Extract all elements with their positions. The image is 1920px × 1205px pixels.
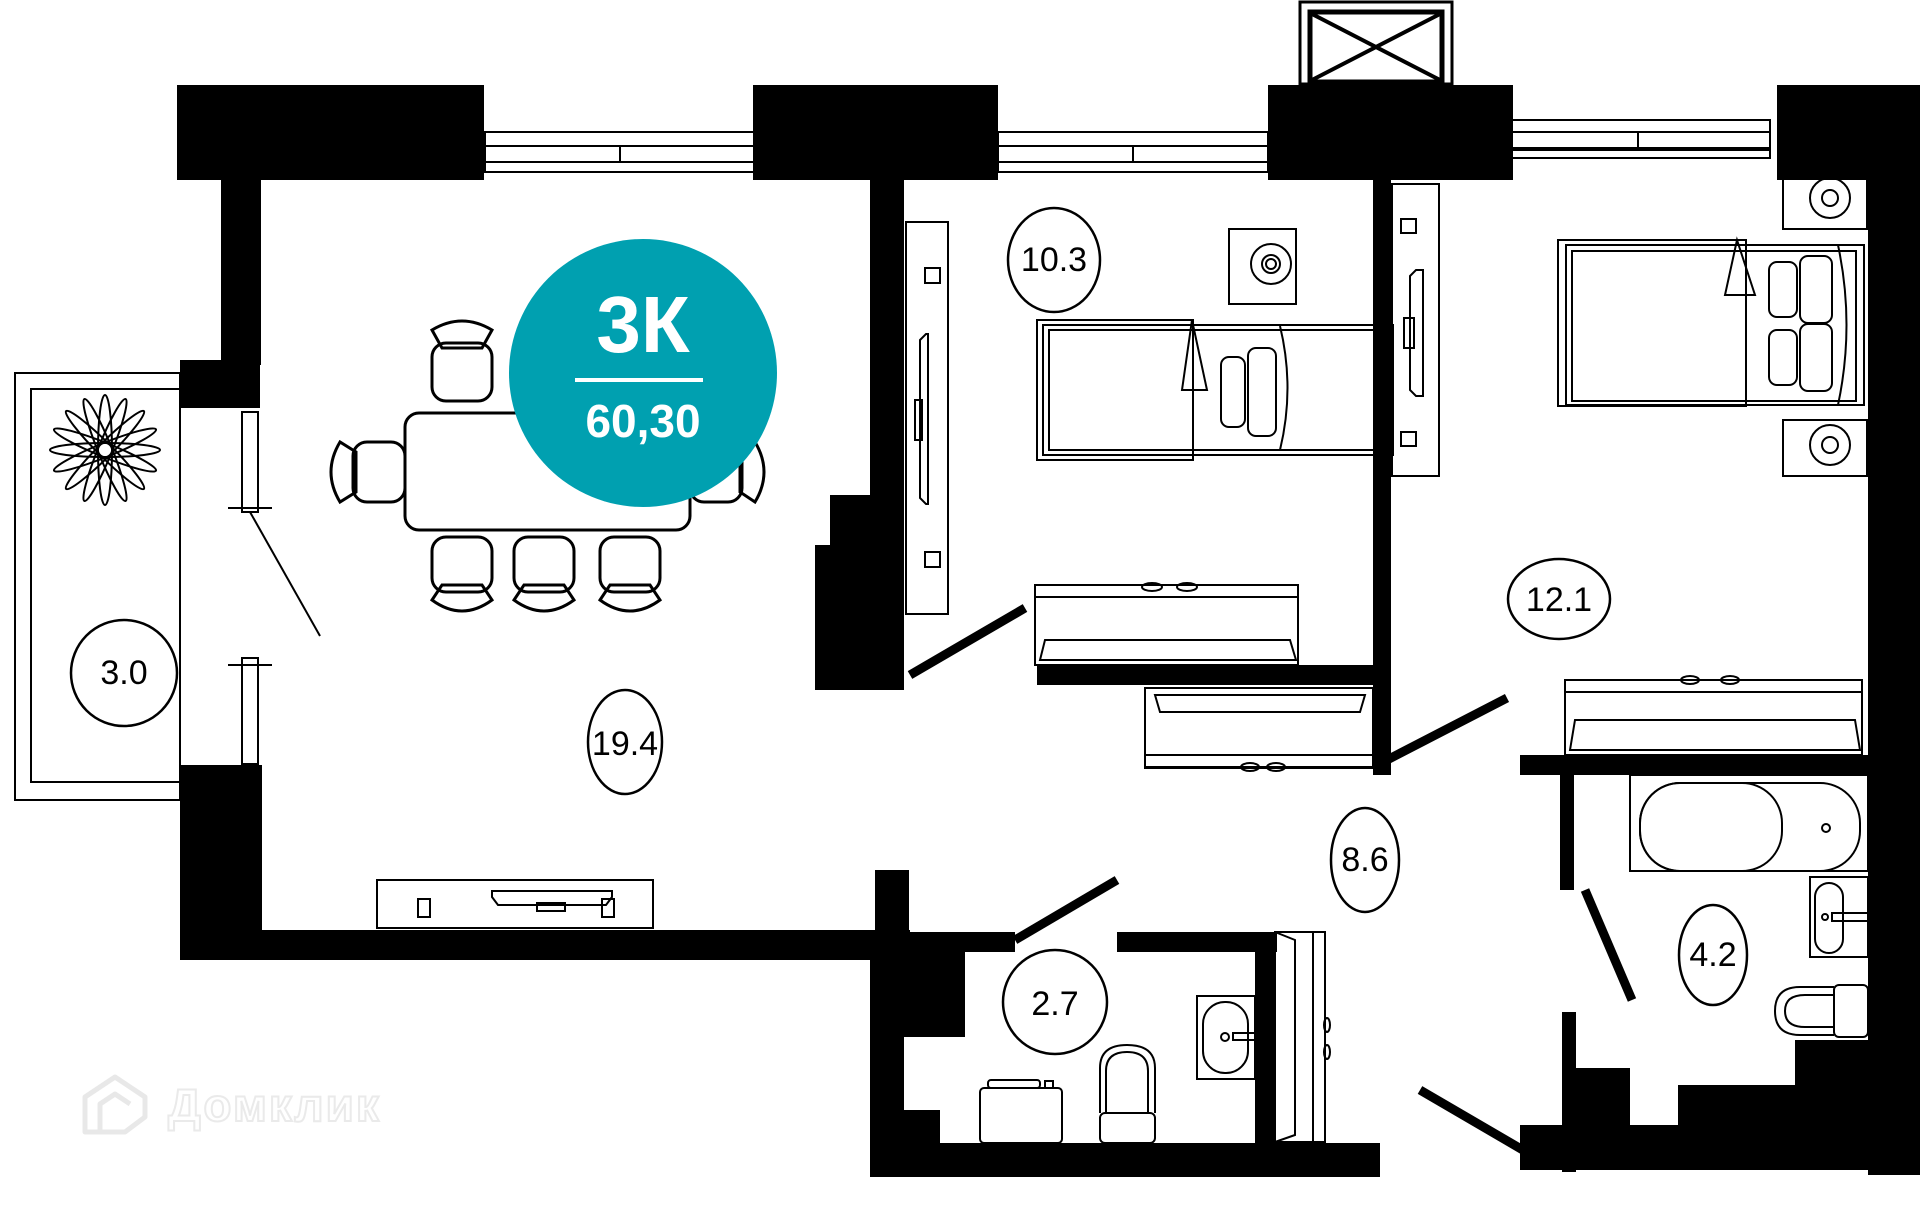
bed-single: [1036, 319, 1394, 461]
svg-text:2.7: 2.7: [1031, 985, 1078, 1023]
bathtub: [1629, 774, 1869, 872]
dresser-hallway: [1144, 687, 1374, 772]
bed-double: [1557, 236, 1865, 407]
plant-icon: [49, 394, 161, 506]
svg-text:3К: 3К: [596, 280, 689, 369]
svg-text:12.1: 12.1: [1526, 581, 1592, 619]
nightstand-bedroom-2-top: [1782, 172, 1868, 230]
svg-text:4.2: 4.2: [1689, 936, 1736, 974]
window-living-room: [484, 131, 756, 173]
ventilation-shaft-icon: [1298, 0, 1454, 86]
dining-chairs: [329, 319, 766, 613]
window-bedroom-1: [997, 131, 1269, 173]
svg-text:19.4: 19.4: [592, 725, 658, 763]
washing-machine: [979, 1079, 1063, 1144]
toilet-bathroom: [1773, 984, 1869, 1038]
svg-text:60,30: 60,30: [585, 395, 700, 447]
sink-wc: [1196, 995, 1256, 1080]
nightstand-bedroom-1: [1228, 228, 1297, 305]
room-label-bathroom: 4.2: [1677, 903, 1749, 1007]
room-label-hallway: 8.6: [1329, 806, 1401, 914]
toilet-wc: [1099, 1043, 1156, 1144]
dresser-bedroom-1: [1034, 582, 1299, 666]
wardrobe-bedroom-1: [905, 221, 949, 615]
svg-text:8.6: 8.6: [1341, 841, 1388, 879]
room-label-balcony: 3.0: [69, 618, 179, 728]
svg-text:10.3: 10.3: [1021, 241, 1087, 279]
window-bedroom-2: [1509, 119, 1771, 159]
sink-bathroom: [1809, 876, 1869, 958]
nightstand-bedroom-2-bottom: [1782, 419, 1868, 477]
balcony: [14, 372, 321, 801]
domclick-logo-icon: [82, 1074, 148, 1135]
cabinet-hallway: [1274, 931, 1331, 1143]
room-label-living-room: 19.4: [586, 688, 664, 796]
dresser-bedroom-2: [1564, 675, 1863, 756]
room-label-bedroom-1: 10.3: [1006, 206, 1102, 314]
room-label-bedroom-2: 12.1: [1506, 557, 1612, 641]
wardrobe-bedroom-2: [1391, 183, 1440, 477]
apartment-badge: 3К 60,30: [509, 239, 777, 507]
watermark: Домклик: [80, 1074, 381, 1135]
doors: [907, 604, 1637, 1170]
watermark-text: Домклик: [167, 1078, 381, 1132]
tv-stand: [376, 879, 654, 929]
room-label-toilet: 2.7: [1001, 948, 1109, 1056]
svg-text:3.0: 3.0: [100, 654, 147, 692]
